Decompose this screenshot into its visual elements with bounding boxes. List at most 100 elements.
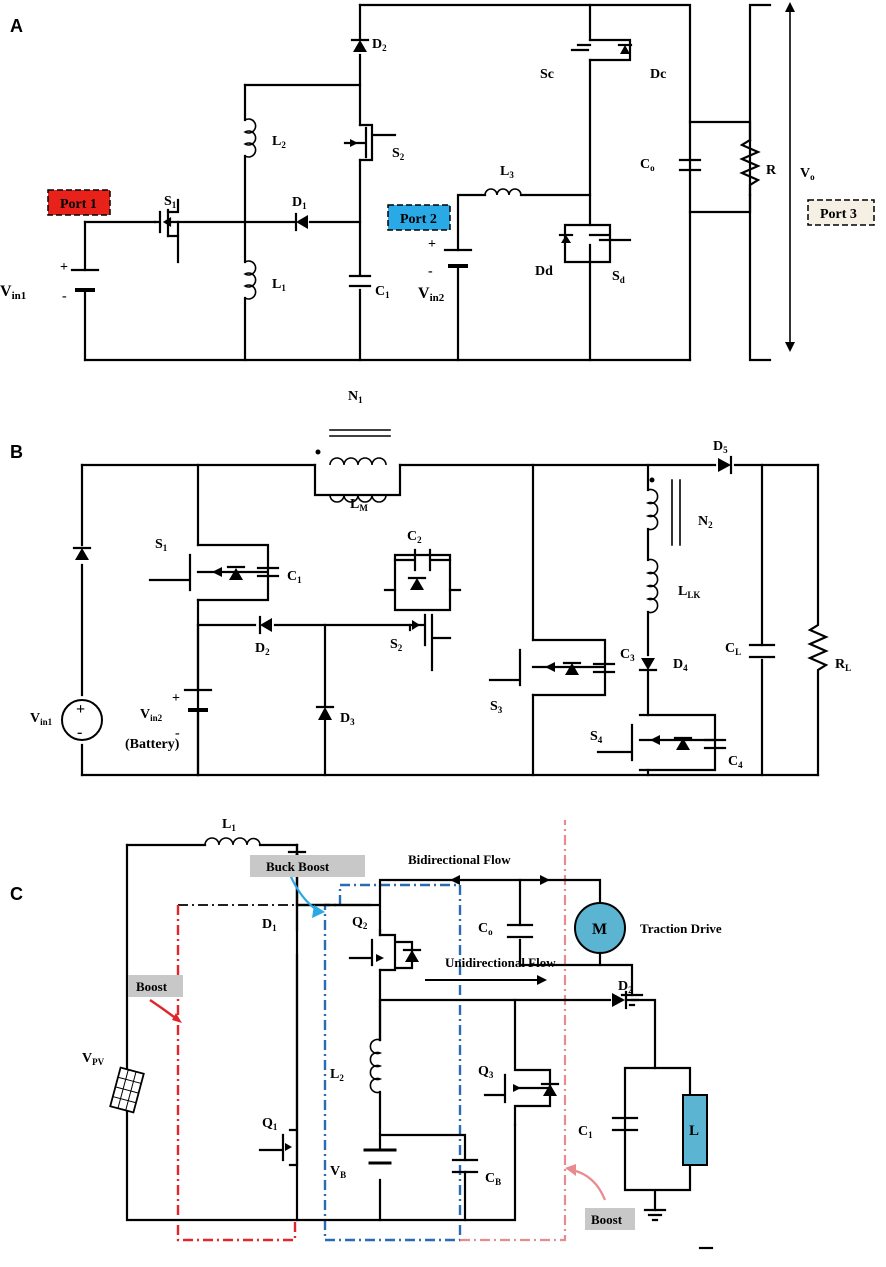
a-d2-diode (350, 38, 370, 52)
b-n1-winding (329, 457, 387, 466)
b-rl-resistor (807, 463, 829, 777)
svg-text:L2: L2 (330, 1067, 344, 1083)
svg-text:D1: D1 (292, 195, 307, 211)
vin1-battery (70, 268, 100, 292)
c-vb-battery (363, 1148, 397, 1165)
right-loop (460, 820, 567, 1242)
svg-text:C1: C1 (578, 1124, 593, 1140)
svg-text:-: - (77, 724, 82, 741)
svg-text:L3: L3 (500, 164, 514, 180)
panel-b-letter: B (10, 442, 23, 462)
svg-text:Boost: Boost (136, 979, 168, 994)
svg-text:Q1: Q1 (262, 1116, 278, 1132)
svg-text:L: L (689, 1123, 699, 1139)
b-s1-switch (148, 543, 280, 602)
svg-text:+: + (60, 260, 68, 275)
panel-b: B + - (10, 389, 851, 777)
svg-text:L2: L2 (272, 134, 286, 150)
b-s2-switch (393, 548, 452, 672)
b-d3-diode (315, 705, 335, 720)
boost-right-arrow (571, 1168, 607, 1201)
svg-text:C4: C4 (728, 754, 743, 770)
svg-text:Vin1: Vin1 (30, 711, 53, 727)
b-lm-inductor (329, 494, 387, 503)
svg-text:+: + (172, 691, 180, 706)
svg-text:M: M (592, 921, 607, 938)
c-l2-inductor (369, 1038, 383, 1094)
b-n2-winding (645, 488, 659, 531)
b-diode-left (72, 546, 92, 560)
svg-text:C3: C3 (620, 647, 635, 663)
svg-text:D2: D2 (255, 641, 270, 657)
svg-text:VB: VB (330, 1164, 346, 1180)
svg-text:N1: N1 (348, 389, 363, 405)
port3-label: Port 3 (820, 207, 857, 222)
svg-text:Boost: Boost (591, 1212, 623, 1227)
b-d4-diode (638, 658, 658, 672)
svg-text:N2: N2 (698, 514, 713, 530)
svg-text:R: R (766, 163, 777, 178)
svg-text:D3: D3 (340, 711, 355, 727)
a-co-capacitor (678, 158, 702, 172)
c-q3-switch (483, 998, 560, 1127)
a-r-resistor (739, 138, 761, 197)
b-s4-switch (596, 713, 727, 772)
a-sd-switch (558, 223, 632, 264)
panel-c-letter: C (10, 884, 23, 904)
svg-text:VPV: VPV (82, 1051, 105, 1067)
svg-text:C1: C1 (375, 284, 390, 300)
a-l1-inductor (243, 260, 257, 300)
c-load (682, 1094, 708, 1166)
svg-text:+: + (428, 237, 436, 252)
svg-text:S1: S1 (155, 537, 168, 553)
svg-text:S2: S2 (392, 146, 405, 162)
b-d5-diode (718, 455, 733, 475)
svg-text:RL: RL (835, 657, 851, 673)
svg-text:Dc: Dc (650, 67, 666, 82)
svg-text:D1: D1 (262, 917, 277, 933)
svg-text:D4: D4 (673, 657, 688, 673)
svg-text:Sc: Sc (540, 67, 554, 82)
boost-left-tag (128, 975, 183, 997)
svg-text:L1: L1 (222, 817, 236, 833)
b-s3-switch (488, 638, 616, 697)
a-c1-capacitor (348, 274, 372, 288)
svg-text:-: - (428, 264, 433, 279)
svg-text:Vin1: Vin1 (0, 283, 26, 302)
a-d1-diode (294, 212, 308, 232)
svg-text:L1: L1 (272, 277, 286, 293)
svg-text:D5: D5 (713, 439, 728, 455)
svg-text:Sd: Sd (612, 269, 625, 285)
svg-text:Bidirectional Flow: Bidirectional Flow (408, 852, 511, 867)
svg-text:Vo: Vo (800, 166, 815, 182)
svg-text:S1: S1 (164, 194, 177, 210)
panel-a-letter: A (10, 16, 23, 36)
svg-text:S3: S3 (490, 699, 503, 715)
svg-text:Vin2: Vin2 (418, 285, 445, 304)
c-ground-right (643, 1208, 667, 1222)
port3-tag (807, 199, 875, 226)
svg-text:D2: D2 (618, 979, 633, 995)
vin2-battery (443, 248, 473, 268)
b-vin1-source (61, 699, 103, 741)
svg-text:Q2: Q2 (352, 915, 368, 931)
a-l2-inductor (243, 118, 257, 158)
svg-text:C2: C2 (407, 529, 422, 545)
svg-text:CL: CL (725, 641, 741, 657)
buckboost-loop (323, 883, 462, 1242)
svg-text:-: - (62, 289, 67, 304)
panel-c: C M (10, 817, 722, 1250)
buck-boost-tag (250, 855, 365, 877)
svg-text:C1: C1 (287, 569, 302, 585)
port1-tag (47, 189, 111, 216)
c-pv-panel (109, 1066, 145, 1114)
svg-text:LM: LM (350, 497, 368, 513)
port2-tag (387, 204, 451, 231)
svg-text:Co: Co (640, 157, 655, 173)
c-c1-capacitor (611, 1116, 639, 1132)
a-s1-switch (153, 198, 180, 264)
svg-text:Traction Drive: Traction Drive (640, 921, 722, 936)
port1-label: Port 1 (60, 197, 97, 212)
c-q2-switch (348, 928, 422, 972)
